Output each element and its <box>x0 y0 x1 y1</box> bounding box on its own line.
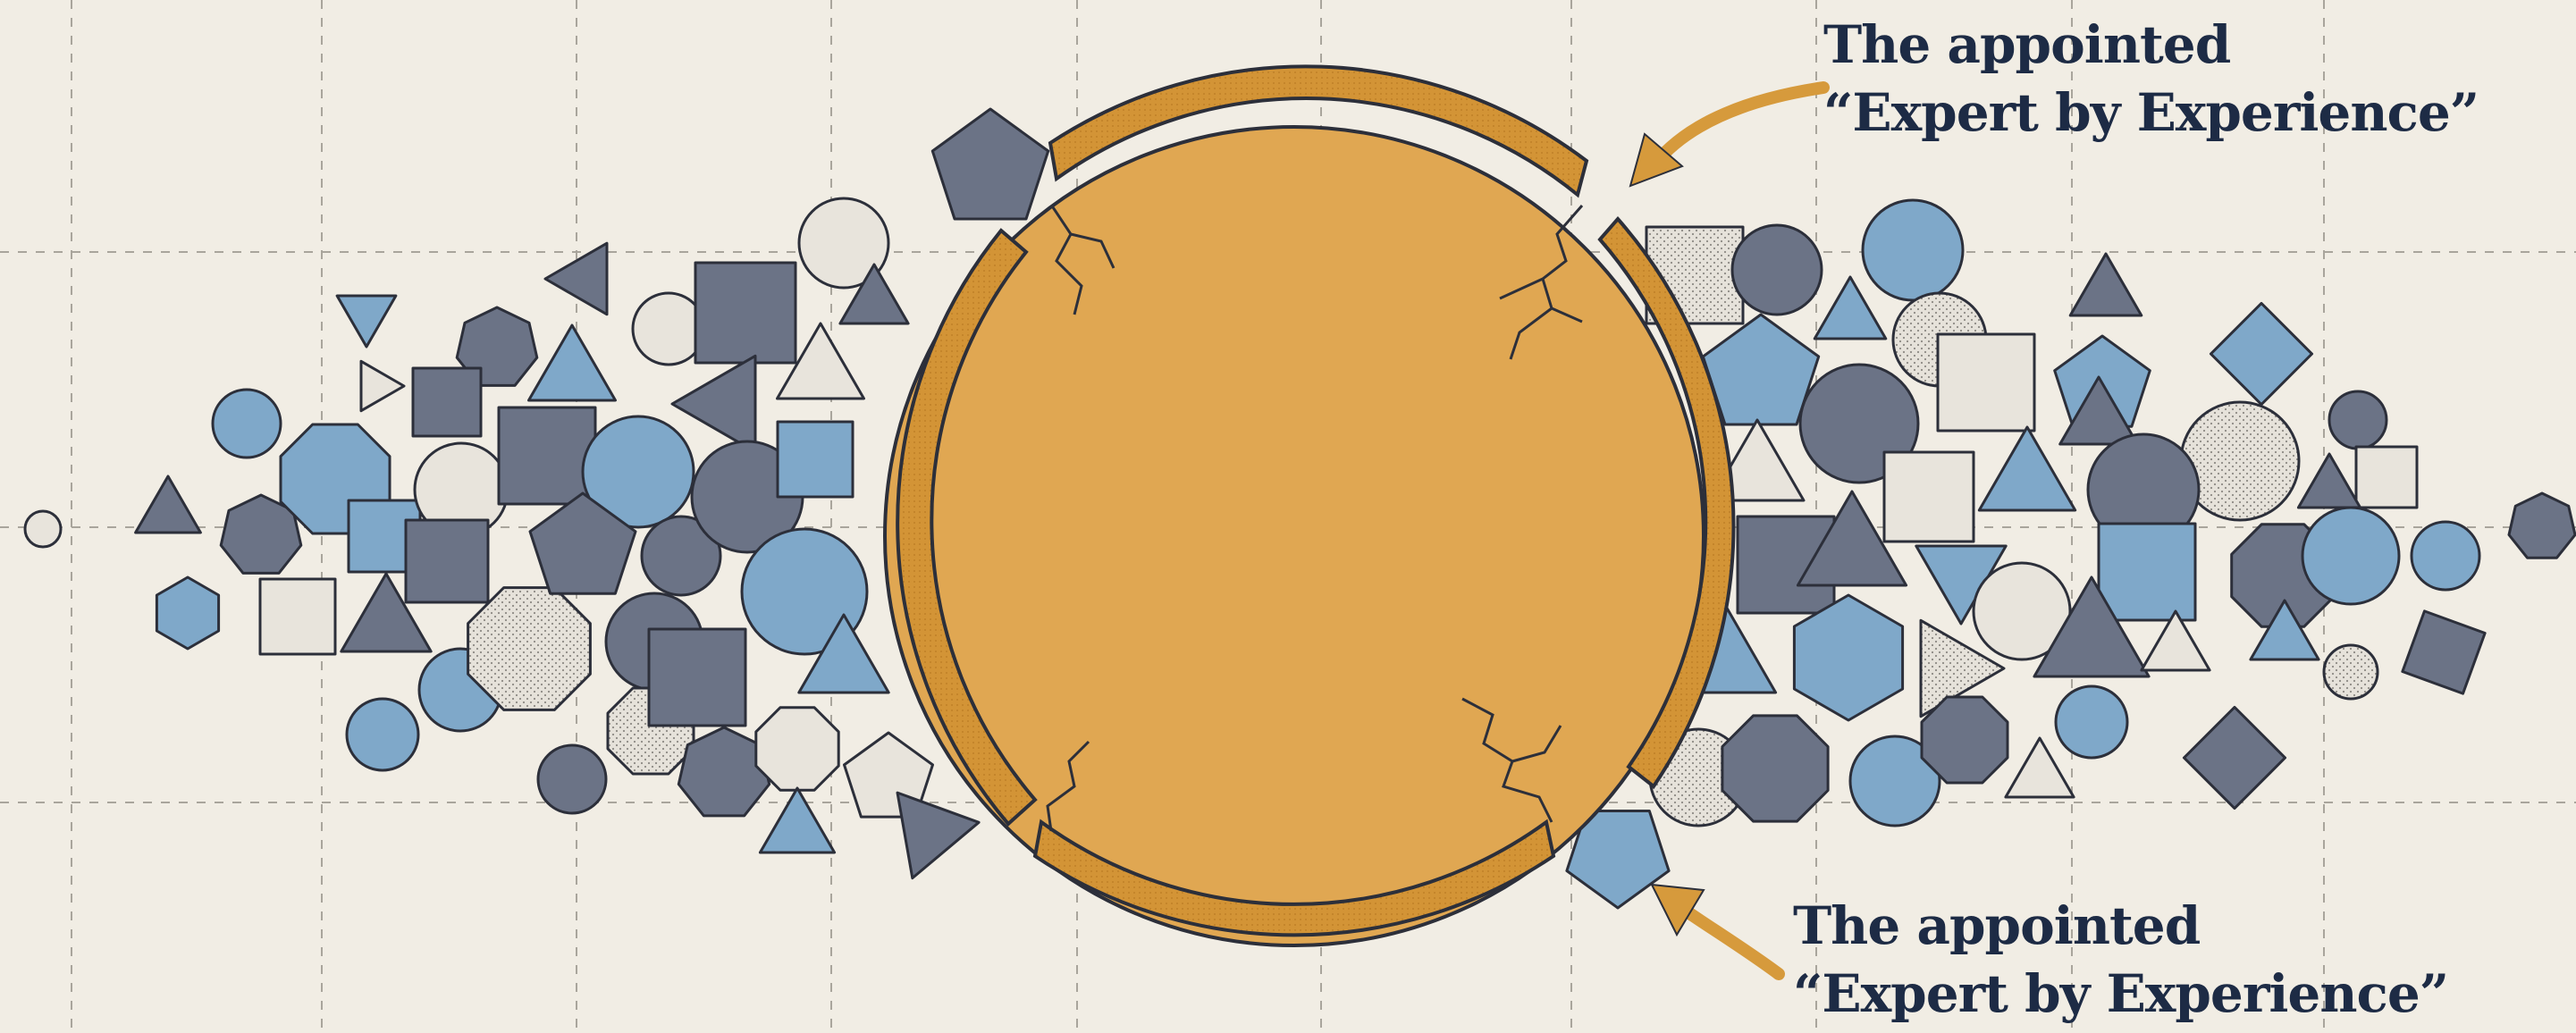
callout-bottom-line1: The appointed <box>1793 892 2448 960</box>
geometric-shape <box>2210 303 2311 404</box>
geometric-shape <box>413 368 481 436</box>
geometric-shape <box>2302 508 2399 604</box>
geometric-shape <box>2412 522 2479 590</box>
geometric-shape <box>2329 391 2387 449</box>
arrow-top <box>1630 88 1823 186</box>
geometric-shape <box>2006 738 2074 797</box>
geometric-shape <box>649 629 745 726</box>
geometric-shape <box>260 579 335 654</box>
geometric-shape <box>760 788 834 852</box>
geometric-shape <box>1922 697 2008 783</box>
geometric-shape <box>1938 334 2034 431</box>
geometric-shape <box>337 296 396 347</box>
geometric-shape <box>633 293 704 365</box>
geometric-shape <box>1722 716 1828 821</box>
callout-label-top: The appointed “Expert by Experience” <box>1823 11 2479 147</box>
geometric-shape <box>2070 254 2142 315</box>
geometric-shape <box>156 577 218 649</box>
geometric-shape <box>2324 645 2378 699</box>
geometric-shape <box>213 390 281 458</box>
geometric-shape <box>897 793 979 878</box>
callout-top-line1: The appointed <box>1823 11 2479 79</box>
geometric-shape <box>2184 707 2285 808</box>
geometric-shape <box>499 407 595 504</box>
geometric-shape <box>468 588 591 710</box>
geometric-shape <box>778 422 853 497</box>
geometric-shape <box>2298 454 2360 508</box>
geometric-shape <box>695 263 796 363</box>
geometric-shape <box>2056 686 2127 758</box>
geometric-shape <box>1814 277 1886 339</box>
geometric-shape <box>25 511 61 547</box>
geometric-shape <box>529 325 616 400</box>
geometric-shape <box>1732 225 1822 315</box>
callout-top-line2: “Expert by Experience” <box>1823 79 2479 147</box>
callout-label-bottom: The appointed “Expert by Experience” <box>1793 892 2448 1028</box>
geometric-shape <box>136 476 201 533</box>
callout-bottom-line2: “Expert by Experience” <box>1793 960 2448 1028</box>
geometric-shape <box>1884 452 1974 542</box>
geometric-shape <box>2509 493 2575 558</box>
geometric-shape <box>672 356 755 451</box>
geometric-shape <box>1863 200 1963 300</box>
geometric-shape <box>361 361 404 410</box>
geometric-shape <box>1979 427 2075 510</box>
geometric-shape <box>2099 524 2195 620</box>
geometric-shape <box>347 699 418 770</box>
arrow-bottom <box>1652 885 1779 974</box>
geometric-shape <box>932 109 1048 219</box>
geometric-shape <box>2356 447 2417 508</box>
geometric-shape <box>756 708 838 790</box>
geometric-shape <box>406 520 488 602</box>
geometric-shape <box>2403 611 2485 693</box>
geometric-shape <box>538 745 606 813</box>
